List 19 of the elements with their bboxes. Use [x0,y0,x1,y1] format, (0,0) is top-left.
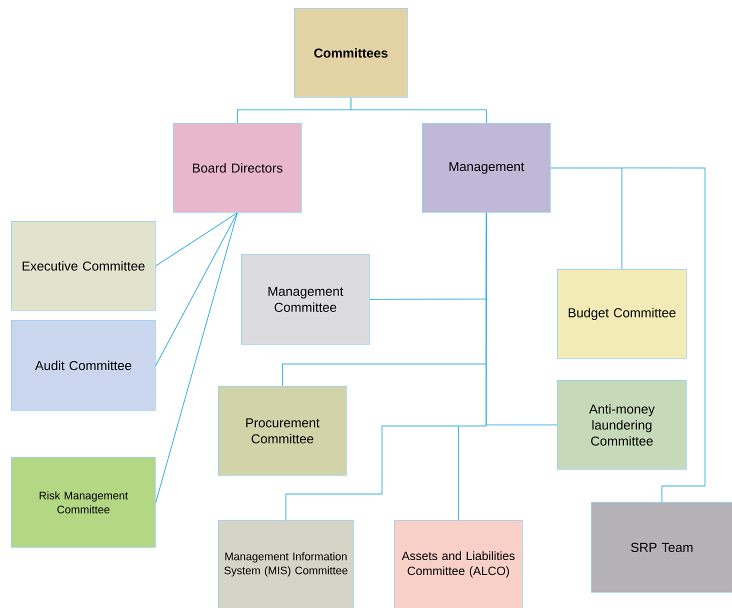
committee-box: Board Directors [173,123,302,213]
committee-box: Management [422,123,551,213]
connector-line [550,167,706,502]
committee-box: Audit Committee [11,320,156,411]
connector-line [155,212,238,366]
committee-box: Procurement Committee [218,386,347,476]
connector-line [350,97,487,124]
committee-box: Anti-money laundering Committee [557,380,687,470]
connector-line [458,212,487,520]
committee-box: Assets and Liabilities Committee (ALCO) [394,520,523,608]
committee-box: SRP Team [591,502,732,593]
committee-box: Budget Committee [557,269,687,359]
connector-line [155,212,238,503]
committee-box: Executive Committee [11,221,156,311]
committee-box: Management Information System (MIS) Committee [218,520,354,608]
connector-line [155,212,238,266]
committee-box: Management Committee [241,254,370,345]
title-box: Committees [294,8,408,98]
committee-box: Risk Management Committee [11,457,156,548]
